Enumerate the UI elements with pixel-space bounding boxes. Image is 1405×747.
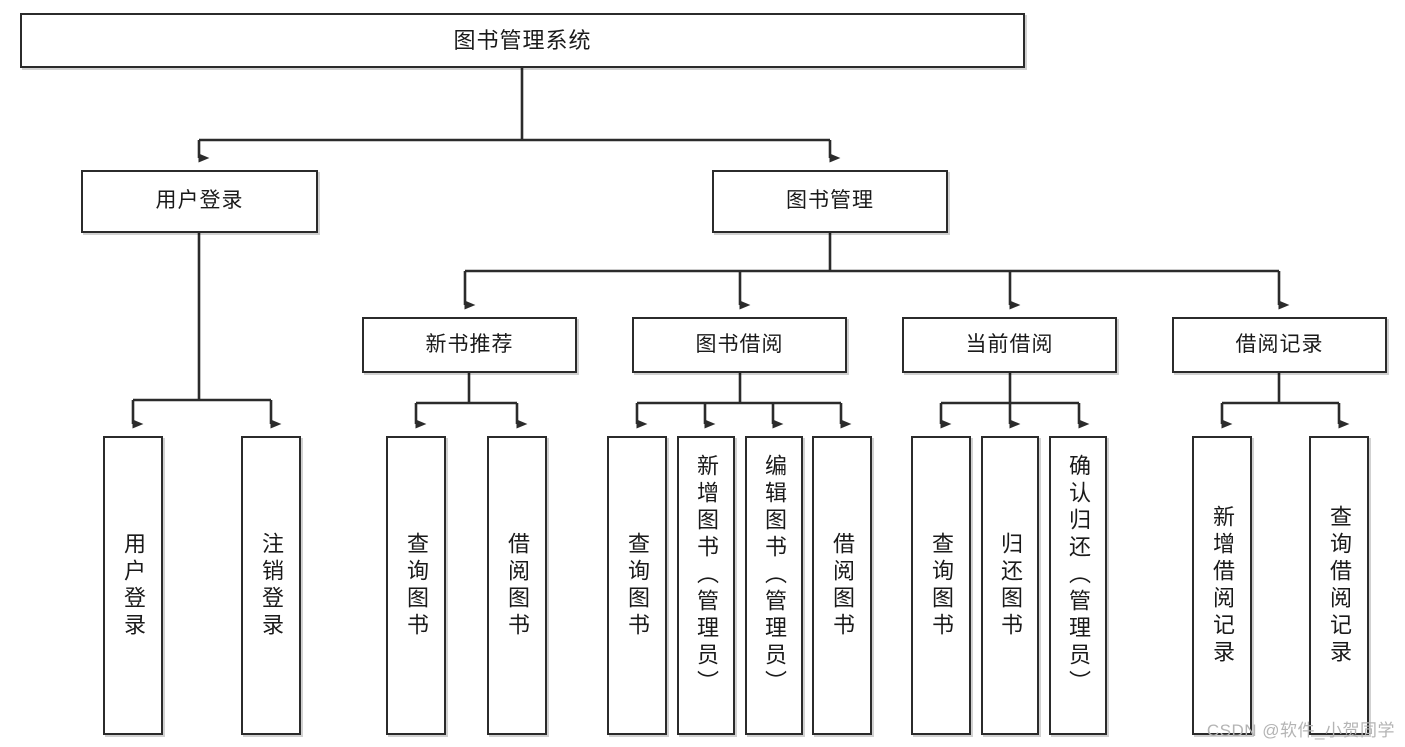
leaf-add-borrow-record-label: 新增借阅记录	[1210, 504, 1235, 667]
leaf-add-borrow-record[interactable]: 新增借阅记录	[1192, 436, 1252, 735]
leaf-query-book-current[interactable]: 查询图书	[911, 436, 971, 735]
leaf-user-login-label: 用户登录	[121, 531, 146, 640]
node-new-book-recommend-label: 新书推荐	[425, 332, 514, 356]
leaf-logout[interactable]: 注销登录	[241, 436, 301, 735]
node-borrow-record[interactable]: 借阅记录	[1172, 317, 1387, 373]
leaf-query-book-borrow-label: 查询图书	[625, 531, 650, 640]
watermark: CSDN @软件_小贺同学	[1206, 721, 1395, 740]
node-root-label: 图书管理系统	[453, 27, 592, 53]
leaf-query-borrow-record[interactable]: 查询借阅记录	[1309, 436, 1369, 735]
leaf-borrow-book-recommend-label: 借阅图书	[505, 531, 530, 640]
leaf-borrow-book-label: 借阅图书	[830, 531, 855, 640]
leaf-query-book-recommend-label: 查询图书	[404, 531, 429, 640]
leaf-confirm-return-admin-label: 确认归还（管理员）	[1066, 454, 1091, 697]
node-user-login[interactable]: 用户登录	[81, 170, 318, 233]
node-book-borrow[interactable]: 图书借阅	[632, 317, 847, 373]
leaf-return-book-label: 归还图书	[998, 531, 1023, 640]
leaf-user-login[interactable]: 用户登录	[103, 436, 163, 735]
leaf-query-book-borrow[interactable]: 查询图书	[607, 436, 667, 735]
node-book-management-label: 图书管理	[786, 189, 874, 213]
leaf-add-book-admin-label: 新增图书（管理员）	[694, 454, 719, 697]
leaf-query-book-recommend[interactable]: 查询图书	[386, 436, 446, 735]
node-current-borrow-label: 当前借阅	[965, 332, 1054, 356]
leaf-query-book-current-label: 查询图书	[929, 531, 954, 640]
node-book-borrow-label: 图书借阅	[695, 332, 784, 356]
leaf-borrow-book[interactable]: 借阅图书	[812, 436, 872, 735]
leaf-borrow-book-recommend[interactable]: 借阅图书	[487, 436, 547, 735]
leaf-confirm-return-admin[interactable]: 确认归还（管理员）	[1049, 436, 1107, 735]
node-root[interactable]: 图书管理系统	[20, 13, 1025, 68]
node-current-borrow[interactable]: 当前借阅	[902, 317, 1117, 373]
node-user-login-label: 用户登录	[155, 189, 244, 213]
node-new-book-recommend[interactable]: 新书推荐	[362, 317, 577, 373]
leaf-logout-label: 注销登录	[259, 531, 284, 640]
leaf-edit-book-admin-label: 编辑图书（管理员）	[762, 454, 787, 697]
leaf-query-borrow-record-label: 查询借阅记录	[1327, 504, 1352, 667]
node-book-management[interactable]: 图书管理	[712, 170, 948, 233]
leaf-edit-book-admin[interactable]: 编辑图书（管理员）	[745, 436, 803, 735]
node-borrow-record-label: 借阅记录	[1235, 332, 1324, 356]
leaf-return-book[interactable]: 归还图书	[981, 436, 1039, 735]
leaf-add-book-admin[interactable]: 新增图书（管理员）	[677, 436, 735, 735]
